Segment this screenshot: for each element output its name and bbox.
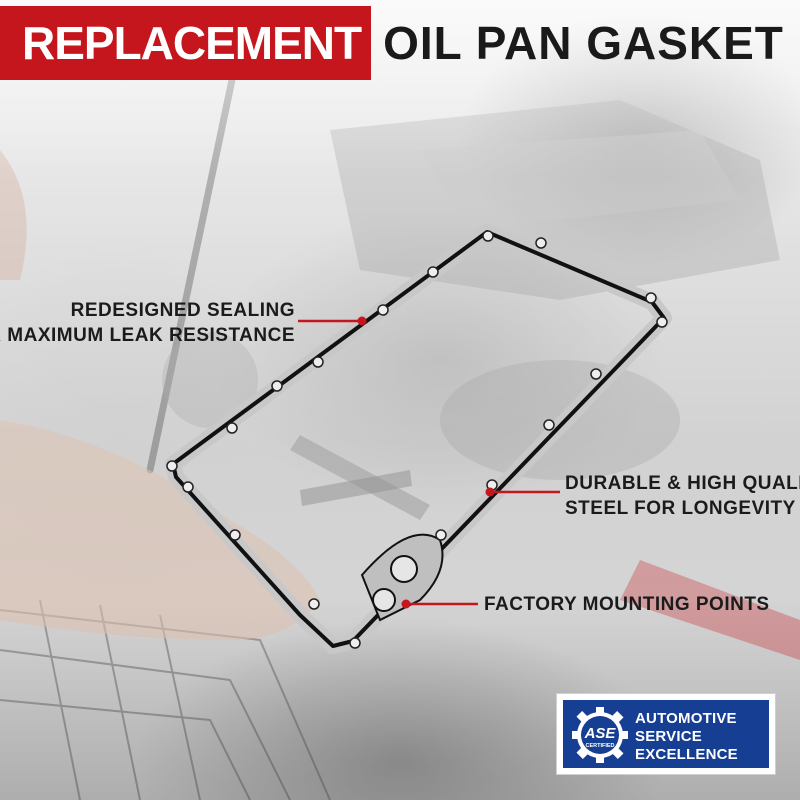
callout-sealing: REDESIGNED SEALING FOR MAXIMUM LEAK RESI… [0, 298, 295, 348]
callout-mounting: FACTORY MOUNTING POINTS [484, 592, 770, 617]
ase-text-line-1: AUTOMOTIVE [635, 710, 737, 727]
ase-logo-text: ASE [584, 725, 617, 742]
ase-badge-text: AUTOMOTIVE SERVICE EXCELLENCE [635, 710, 738, 764]
ase-badge-background: ASE CERTIFIED AUTOMOTIVE SERVICE EXCELLE… [563, 700, 769, 768]
ase-text-line-2: SERVICE [635, 728, 702, 745]
ase-gear-logo-icon: ASE CERTIFIED [572, 707, 628, 763]
callout-durability-line-2: STEEL FOR LONGEVITY [565, 498, 796, 519]
ase-text-line-3: EXCELLENCE [635, 746, 738, 763]
callout-sealing-line-2: FOR MAXIMUM LEAK RESISTANCE [0, 325, 295, 346]
callout-3-dot [401, 599, 411, 609]
header-title: OIL PAN GASKET [383, 17, 784, 69]
callout-sealing-line-1: REDESIGNED SEALING [70, 300, 295, 321]
ase-logo-subtext: CERTIFIED [585, 743, 614, 749]
callout-durability-line-1: DURABLE & HIGH QUALITY [565, 473, 800, 494]
callout-mounting-line-1: FACTORY MOUNTING POINTS [484, 594, 770, 615]
callout-2-dot [485, 487, 495, 497]
callout-durability: DURABLE & HIGH QUALITY STEEL FOR LONGEVI… [565, 471, 800, 521]
ase-certification-badge: ASE CERTIFIED AUTOMOTIVE SERVICE EXCELLE… [557, 694, 775, 774]
header-highlight: REPLACEMENT [0, 6, 372, 80]
header-banner: REPLACEMENT OIL PAN GASKET [0, 6, 784, 80]
callout-1-dot [357, 316, 367, 326]
